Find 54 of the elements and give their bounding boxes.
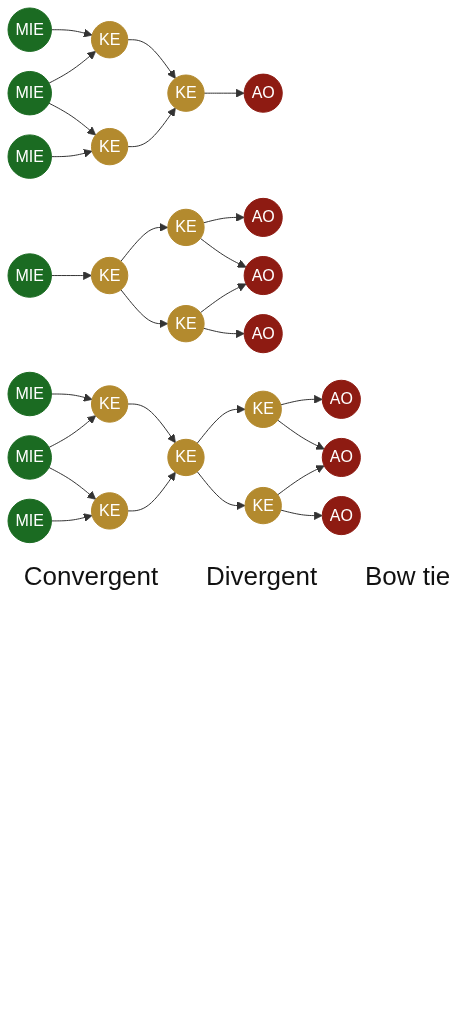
arrow: [277, 419, 325, 450]
arrow: [199, 283, 247, 314]
arrow: [50, 28, 93, 38]
node-circle: MIE: [7, 435, 52, 480]
node-circle: AO: [243, 73, 283, 113]
node-circle: KE: [90, 385, 129, 423]
node-circle: AO: [321, 496, 361, 536]
node-circle: KE: [244, 390, 282, 428]
arrow: [120, 223, 169, 262]
arrow: [127, 107, 176, 148]
node-circle: MIE: [7, 253, 52, 298]
node-circle: KE: [167, 438, 205, 477]
diagram-caption: Bow tie: [364, 560, 451, 592]
arrow: [48, 415, 97, 448]
arrow: [50, 149, 93, 158]
arrow: [196, 404, 246, 444]
arrow: [127, 403, 176, 444]
node-circle: AO: [321, 379, 361, 419]
arrow: [127, 39, 176, 79]
arrow: [203, 327, 245, 339]
node-circle: KE: [167, 74, 205, 112]
node-circle: KE: [167, 305, 205, 343]
node-circle: MIE: [7, 134, 52, 179]
node-circle: MIE: [7, 498, 52, 544]
node-circle: MIE: [7, 70, 52, 116]
arrow: [50, 513, 93, 522]
arrow: [196, 471, 246, 510]
arrow: [127, 471, 176, 512]
arrow: [50, 393, 93, 402]
node-circle: MIE: [7, 7, 52, 52]
arrow: [203, 213, 245, 224]
arrow: [277, 465, 325, 496]
arrow: [199, 237, 247, 268]
arrow: [280, 394, 323, 406]
arrow: [120, 289, 169, 329]
node-circle: KE: [244, 486, 282, 525]
node-circle: AO: [321, 437, 361, 477]
node-circle: KE: [90, 492, 129, 530]
arrow: [50, 271, 92, 280]
arrow: [48, 102, 97, 136]
diagram-caption: Divergent: [205, 560, 318, 592]
node-circle: AO: [243, 197, 283, 237]
node-circle: AO: [243, 314, 283, 354]
arrow: [48, 50, 97, 84]
node-circle: AO: [243, 256, 283, 296]
node-circle: MIE: [7, 371, 52, 417]
arrow: [280, 509, 323, 520]
node-circle: KE: [90, 21, 129, 59]
arrow: [48, 467, 97, 500]
diagram-caption: Convergent: [23, 560, 159, 592]
node-circle: KE: [90, 127, 129, 166]
arrow: [203, 88, 245, 98]
node-circle: KE: [90, 256, 129, 295]
node-circle: KE: [167, 208, 205, 247]
